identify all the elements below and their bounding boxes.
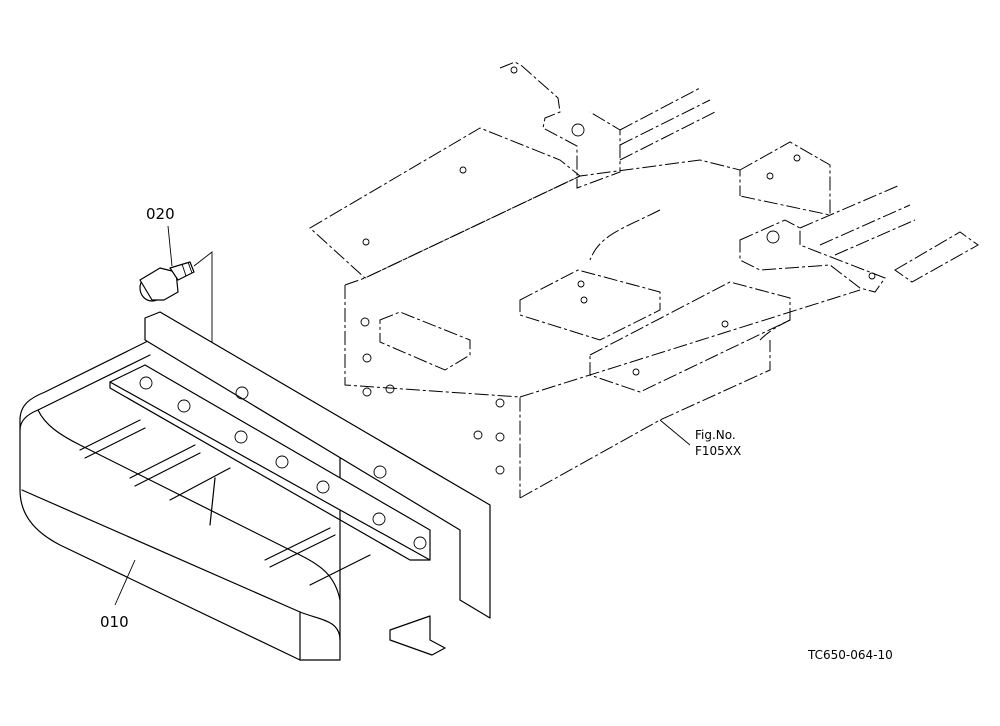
fig-ref-number: F105XX <box>695 444 741 458</box>
part-number-020: 020 <box>146 205 175 223</box>
part-010-tray <box>19 311 491 661</box>
part-020-bolt <box>139 225 213 410</box>
drawing-code: TC650-064-10 <box>807 648 893 662</box>
fig-ref-label: Fig.No. <box>695 428 736 442</box>
frame-assembly <box>309 61 979 499</box>
part-number-010: 010 <box>100 613 129 631</box>
part-labels: 020 010 Fig.No. F105XX TC650-064-10 <box>100 205 893 662</box>
